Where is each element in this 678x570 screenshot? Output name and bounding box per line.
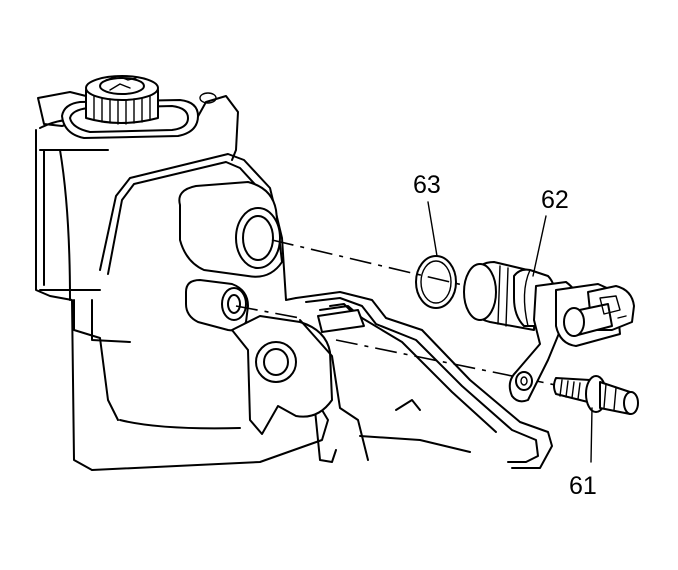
leader-lines <box>427 201 593 463</box>
bolt-icon <box>553 375 639 415</box>
callout-62: 62 <box>541 186 569 214</box>
speed-sensor-icon <box>463 261 635 403</box>
leader-62 <box>532 215 547 277</box>
callout-63: 63 <box>413 171 441 199</box>
transmission-housing <box>35 75 553 471</box>
callout-61: 61 <box>569 472 597 500</box>
o-ring-icon <box>415 255 457 309</box>
leader-63 <box>427 201 438 257</box>
leader-61 <box>590 407 593 463</box>
